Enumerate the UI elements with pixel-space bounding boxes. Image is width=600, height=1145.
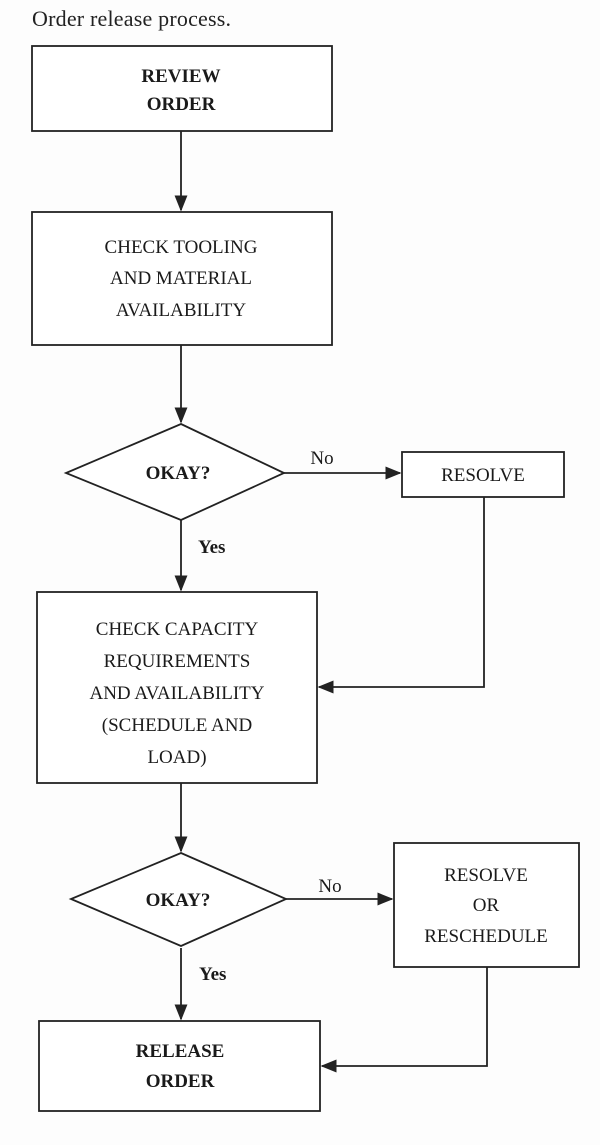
node-check-capacity: CHECK CAPACITY REQUIREMENTS AND AVAILABI… [36, 591, 318, 784]
node-okay-decision-2: OKAY? [68, 852, 289, 947]
node-label: AND MATERIAL [110, 268, 252, 289]
node-label: RELEASE [136, 1041, 225, 1062]
node-label: OKAY? [146, 463, 211, 484]
node-okay-decision-1: OKAY? [63, 423, 287, 521]
edge-resolve1-to-check-capacity [317, 497, 485, 694]
node-resolve: RESOLVE [401, 451, 565, 498]
node-label: CHECK CAPACITY [96, 619, 259, 640]
node-label: OKAY? [146, 890, 211, 911]
node-label: ORDER [146, 1071, 215, 1092]
node-label: RESOLVE [441, 465, 525, 486]
edges [174, 131, 488, 1073]
node-label: LOAD) [147, 747, 206, 768]
edge-label-yes-2: Yes [199, 964, 226, 985]
node-label: RESCHEDULE [424, 926, 548, 947]
node-label: OR [473, 895, 500, 916]
node-check-tooling: CHECK TOOLING AND MATERIAL AVAILABILITY [31, 211, 333, 346]
node-label: (SCHEDULE AND [102, 715, 252, 736]
node-label: REVIEW [141, 66, 220, 87]
node-resolve-or-reschedule: RESOLVE OR RESCHEDULE [393, 842, 580, 968]
node-review-order: REVIEW ORDER [31, 45, 333, 132]
diagram-title: Order release process. [32, 6, 232, 31]
node-release-order: RELEASE ORDER [38, 1020, 321, 1112]
node-label: CHECK TOOLING [105, 237, 258, 258]
edge-label-yes-1: Yes [198, 537, 225, 558]
node-label: AVAILABILITY [116, 300, 246, 321]
node-label: REQUIREMENTS [104, 651, 251, 672]
edge-label-no-1: No [310, 448, 333, 469]
node-label: ORDER [147, 94, 216, 115]
edge-resolve2-to-release [320, 967, 488, 1073]
edge-label-no-2: No [318, 876, 341, 897]
node-label: AND AVAILABILITY [89, 683, 264, 704]
node-label: RESOLVE [444, 865, 528, 886]
